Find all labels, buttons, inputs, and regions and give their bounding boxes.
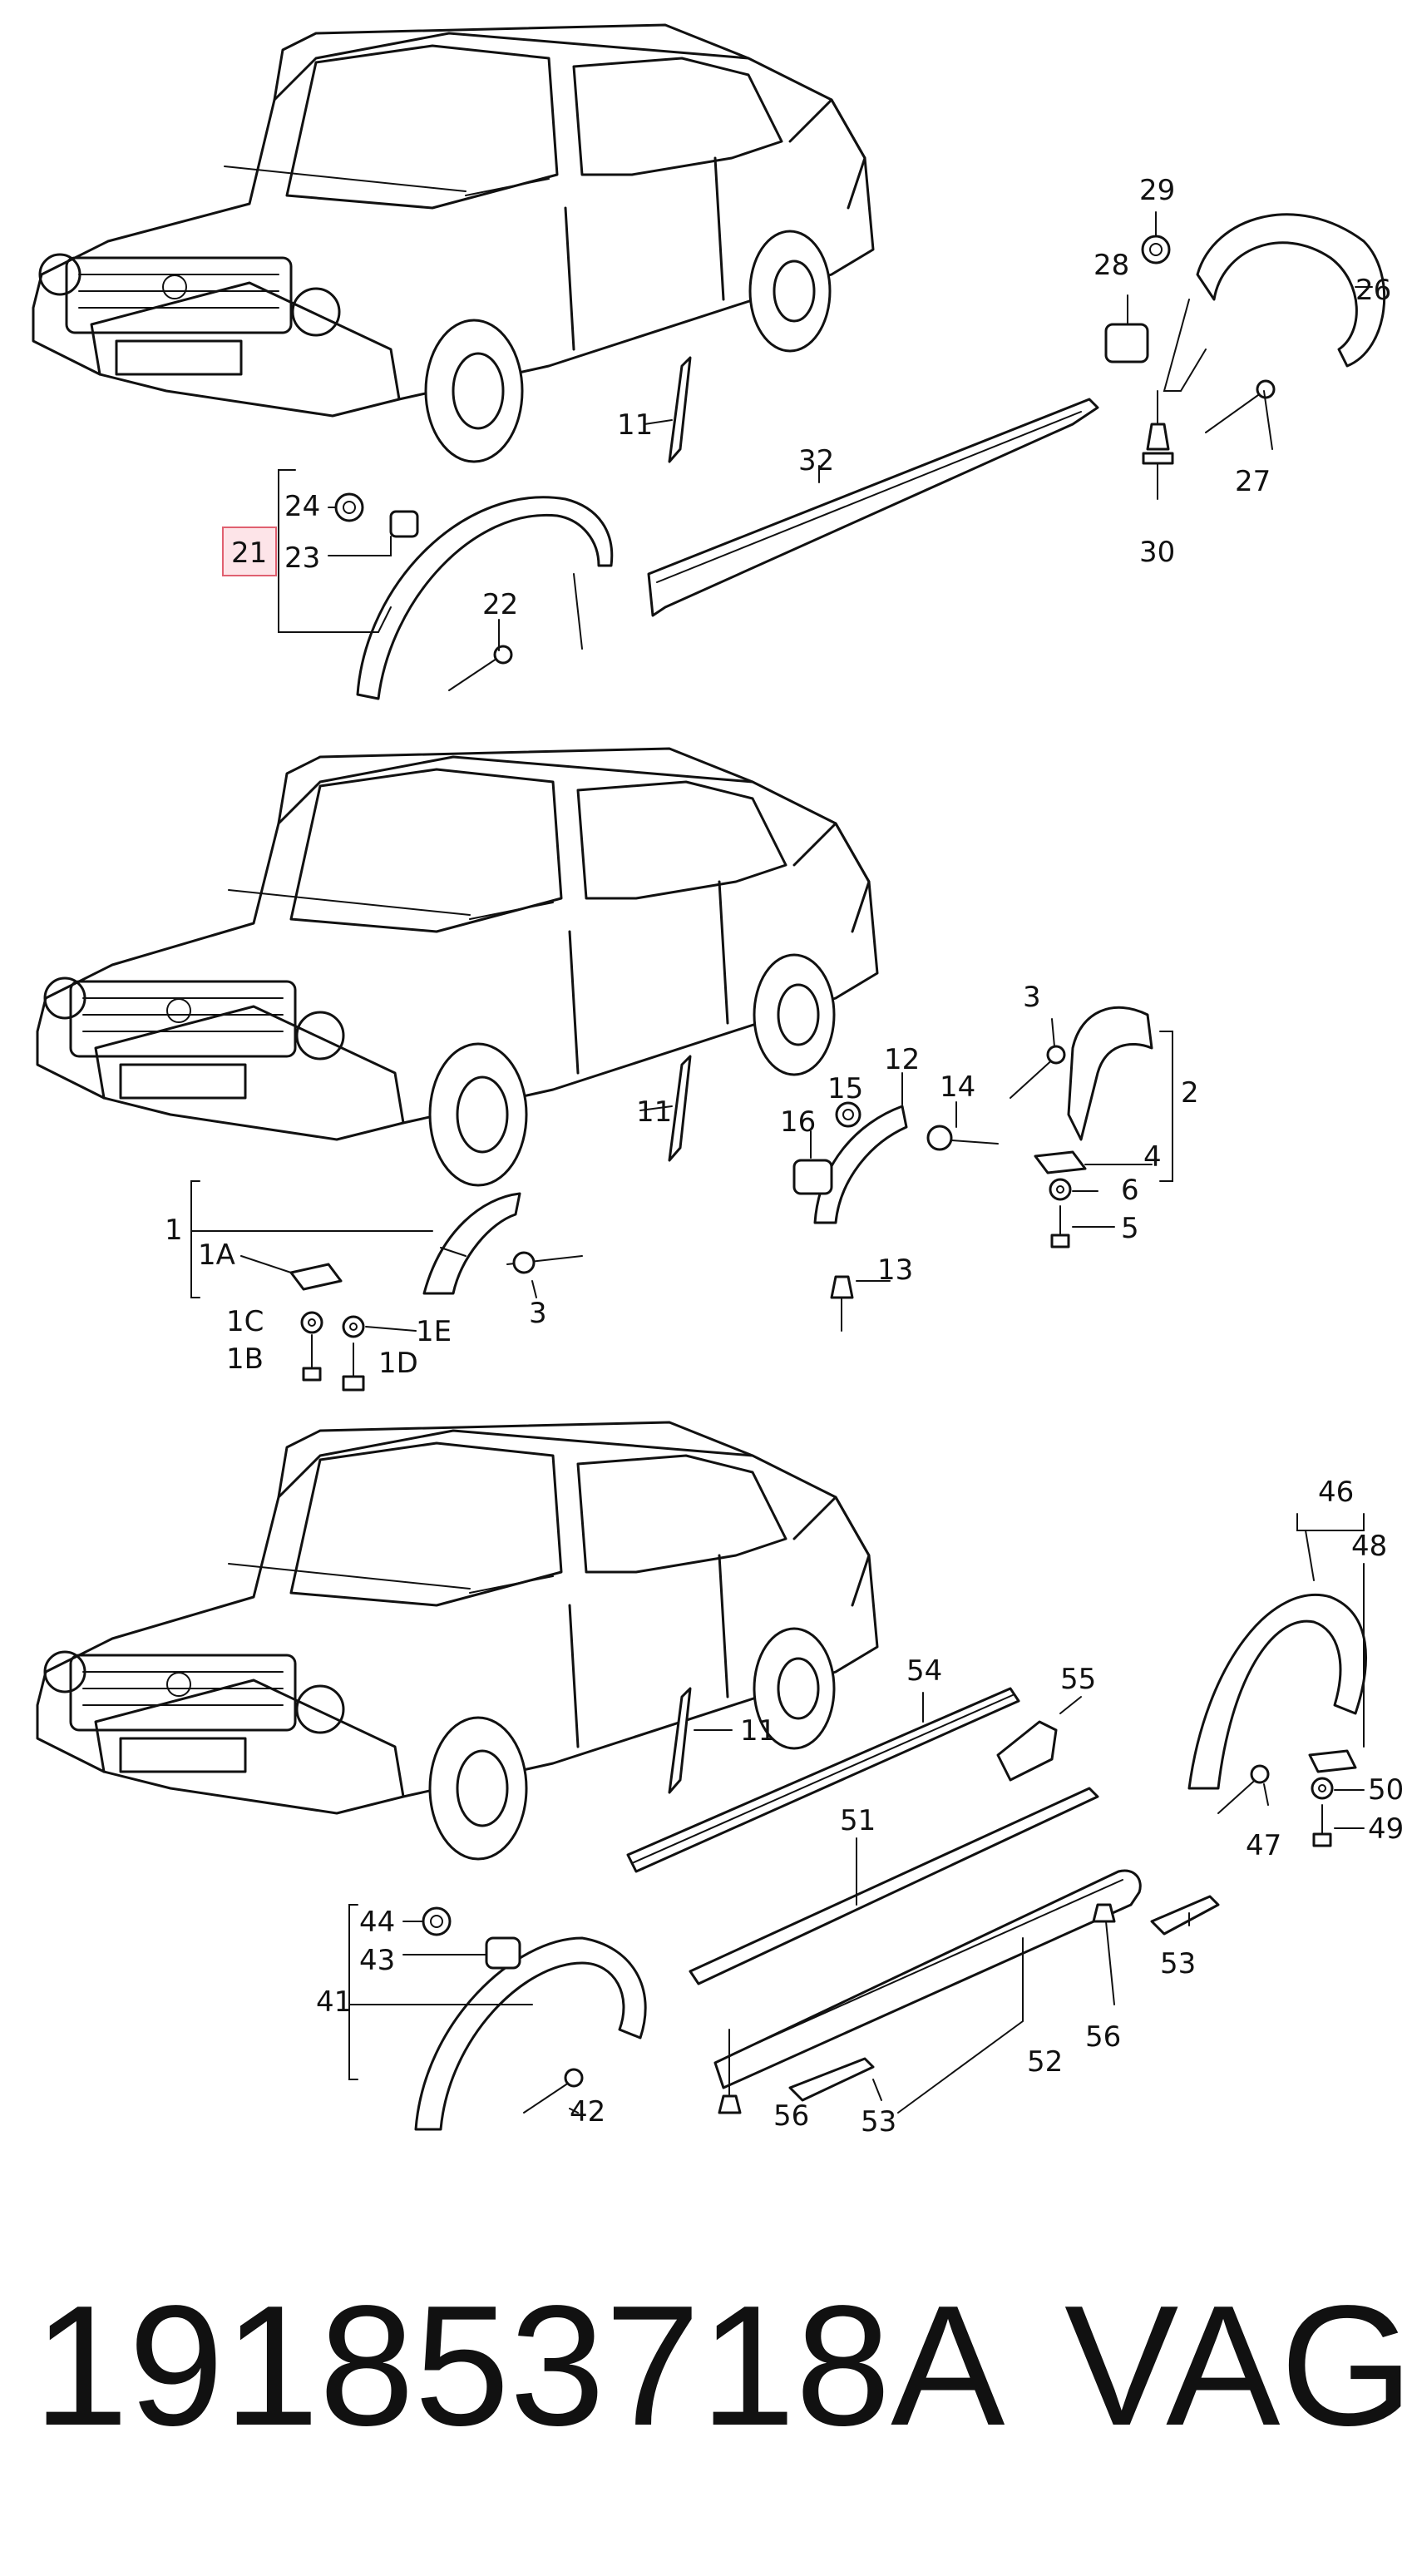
callout-14[interactable]: 14	[940, 1070, 975, 1104]
callout-11-bottom[interactable]: 11	[740, 1714, 776, 1748]
car-illustration-top	[32, 23, 875, 463]
callout-32[interactable]: 32	[798, 444, 834, 477]
callout-11-middle[interactable]: 11	[636, 1095, 672, 1129]
callout-42[interactable]: 42	[570, 2095, 605, 2129]
callout-28[interactable]: 28	[1094, 249, 1129, 282]
callout-1D[interactable]: 1D	[378, 1347, 418, 1380]
callout-23[interactable]: 23	[284, 541, 320, 575]
callout-1E[interactable]: 1E	[416, 1315, 452, 1348]
highlighted-part-box[interactable]	[222, 527, 277, 576]
callout-49[interactable]: 49	[1368, 1812, 1404, 1846]
callout-46[interactable]: 46	[1318, 1476, 1354, 1509]
callout-21[interactable]: 21	[231, 536, 267, 570]
callout-24[interactable]: 24	[284, 490, 320, 523]
callout-44[interactable]: 44	[359, 1906, 395, 1939]
callout-56-right[interactable]: 56	[1085, 2020, 1121, 2054]
parts-middle	[190, 1006, 1173, 1392]
callout-4[interactable]: 4	[1143, 1140, 1162, 1174]
callout-12[interactable]: 12	[884, 1043, 920, 1076]
callout-labels: 29 28 26 27 30 11 32 24 23 21 22 3 2 4 6…	[165, 174, 1404, 2138]
callout-1A[interactable]: 1A	[198, 1239, 235, 1272]
callout-41[interactable]: 41	[316, 1985, 352, 2019]
brand-name: VAG	[1064, 2270, 1407, 2461]
callout-6[interactable]: 6	[1121, 1174, 1139, 1207]
parts-bottom	[348, 1513, 1367, 2131]
callout-51[interactable]: 51	[840, 1804, 876, 1837]
callout-1C[interactable]: 1C	[226, 1305, 264, 1338]
callout-2[interactable]: 2	[1181, 1076, 1199, 1110]
callout-11-top[interactable]: 11	[617, 408, 653, 442]
callout-56-left[interactable]: 56	[773, 2099, 809, 2133]
callout-3-left[interactable]: 3	[529, 1297, 547, 1330]
callout-26[interactable]: 26	[1355, 274, 1391, 307]
callout-15[interactable]: 15	[827, 1072, 863, 1105]
callout-1B[interactable]: 1B	[226, 1342, 264, 1376]
part-number: 191853718A	[33, 2270, 1005, 2461]
callout-29[interactable]: 29	[1139, 174, 1175, 207]
callout-43[interactable]: 43	[359, 1944, 395, 1977]
callout-47[interactable]: 47	[1246, 1829, 1281, 1862]
callout-50[interactable]: 50	[1368, 1773, 1404, 1807]
callout-13[interactable]: 13	[877, 1253, 913, 1287]
callout-55[interactable]: 55	[1060, 1663, 1096, 1696]
car-illustration-middle	[36, 747, 879, 1187]
car-illustration-bottom	[36, 1421, 879, 1861]
callout-53-right[interactable]: 53	[1160, 1947, 1196, 1980]
callout-22[interactable]: 22	[482, 588, 518, 621]
callout-5[interactable]: 5	[1121, 1212, 1139, 1245]
callout-53-left[interactable]: 53	[861, 2105, 896, 2138]
callout-54[interactable]: 54	[906, 1654, 942, 1688]
callout-27[interactable]: 27	[1235, 465, 1271, 498]
callout-3-right[interactable]: 3	[1023, 981, 1041, 1014]
callout-48[interactable]: 48	[1351, 1530, 1387, 1563]
callout-1[interactable]: 1	[165, 1214, 183, 1247]
parts-top	[278, 211, 1386, 700]
callout-30[interactable]: 30	[1139, 536, 1175, 569]
callout-52[interactable]: 52	[1027, 2045, 1063, 2079]
callout-16[interactable]: 16	[780, 1105, 816, 1139]
